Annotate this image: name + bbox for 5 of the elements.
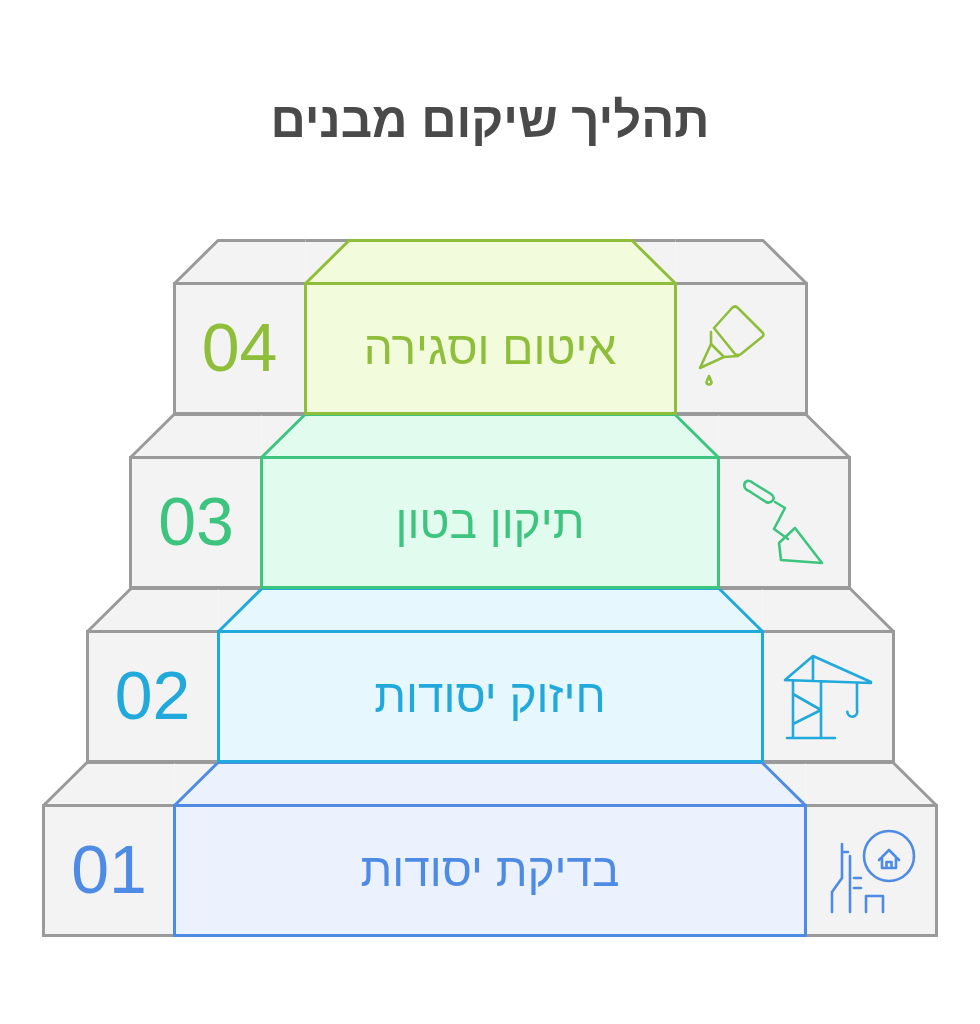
step-number: 04 xyxy=(201,312,278,384)
step-number: 03 xyxy=(158,486,234,558)
step-number: 02 xyxy=(114,660,191,732)
title: תהליך שיקום מבנים xyxy=(270,95,710,147)
step-number: 01 xyxy=(71,834,147,906)
